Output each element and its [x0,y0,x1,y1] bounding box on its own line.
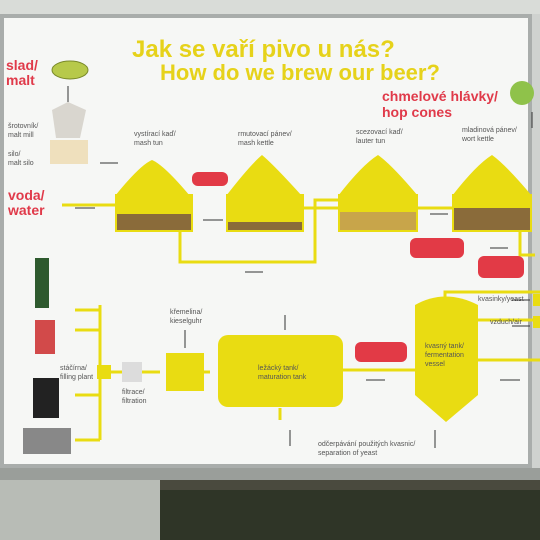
maturation-tank-label: ležácký tank/ maturation tank [258,365,307,381]
wall [0,478,160,540]
red-label [478,256,524,278]
mill-icon [52,102,86,138]
malt-label: slad/ malt [6,57,38,88]
bottle-icon [35,258,49,308]
malt-mill-label: šrotovník/ malt mill [8,123,39,139]
silo-icon [50,140,88,164]
separation-label: odčerpávání použitých kvasnic/ separatio… [318,441,416,457]
truck-icon [23,428,71,454]
can-icon [35,320,55,354]
maturation-tank-shape [218,335,343,407]
kieselguhr-label: křemelina/ kieselguhr [170,309,203,325]
keg-icon [33,378,59,418]
air-label: vzduch/air [490,319,522,326]
red-label [410,238,464,258]
kieselguhr-box [166,353,204,391]
metal-rail [0,468,540,480]
lauter-tun-label: scezovací kaď/ lauter tun [356,129,403,145]
filling-box [97,365,111,379]
mash-kettle-shape [226,155,304,232]
filtration-label: filtrace/ filtration [122,389,147,405]
fermentation-vessel-label: kvasný tank/ fermentation vessel [425,343,464,368]
mash-kettle-label: rmutovací pánev/ mash kettle [238,131,292,147]
background-top [0,0,540,14]
grass [160,490,540,540]
hop-icon [510,81,534,105]
malt-icon [51,60,89,80]
wort-kettle-shape [452,155,532,232]
red-label [355,342,407,362]
fermentation-vessel-shape [415,296,478,422]
lauter-tun-shape [338,155,418,232]
malt-silo-label: silo/ malt silo [8,151,34,167]
water-label: voda/ water [8,187,45,218]
filter-icon [122,362,142,382]
wort-kettle-label: mladinová pánev/ wort kettle [462,127,517,143]
title-czech: Jak se vaří pivo u nás? [132,36,395,63]
filling-plant-label: stáčírna/ filling plant [60,365,94,381]
mash-tun-label: vystírací kaď/ mash tun [134,131,176,147]
red-label [192,172,228,186]
mash-tun-shape [115,160,193,232]
hops-label: chmelové hlávky/ hop cones [382,88,498,120]
title-english: How do we brew our beer? [160,60,440,85]
yeast-label: kvasinky/yeast [478,296,524,303]
